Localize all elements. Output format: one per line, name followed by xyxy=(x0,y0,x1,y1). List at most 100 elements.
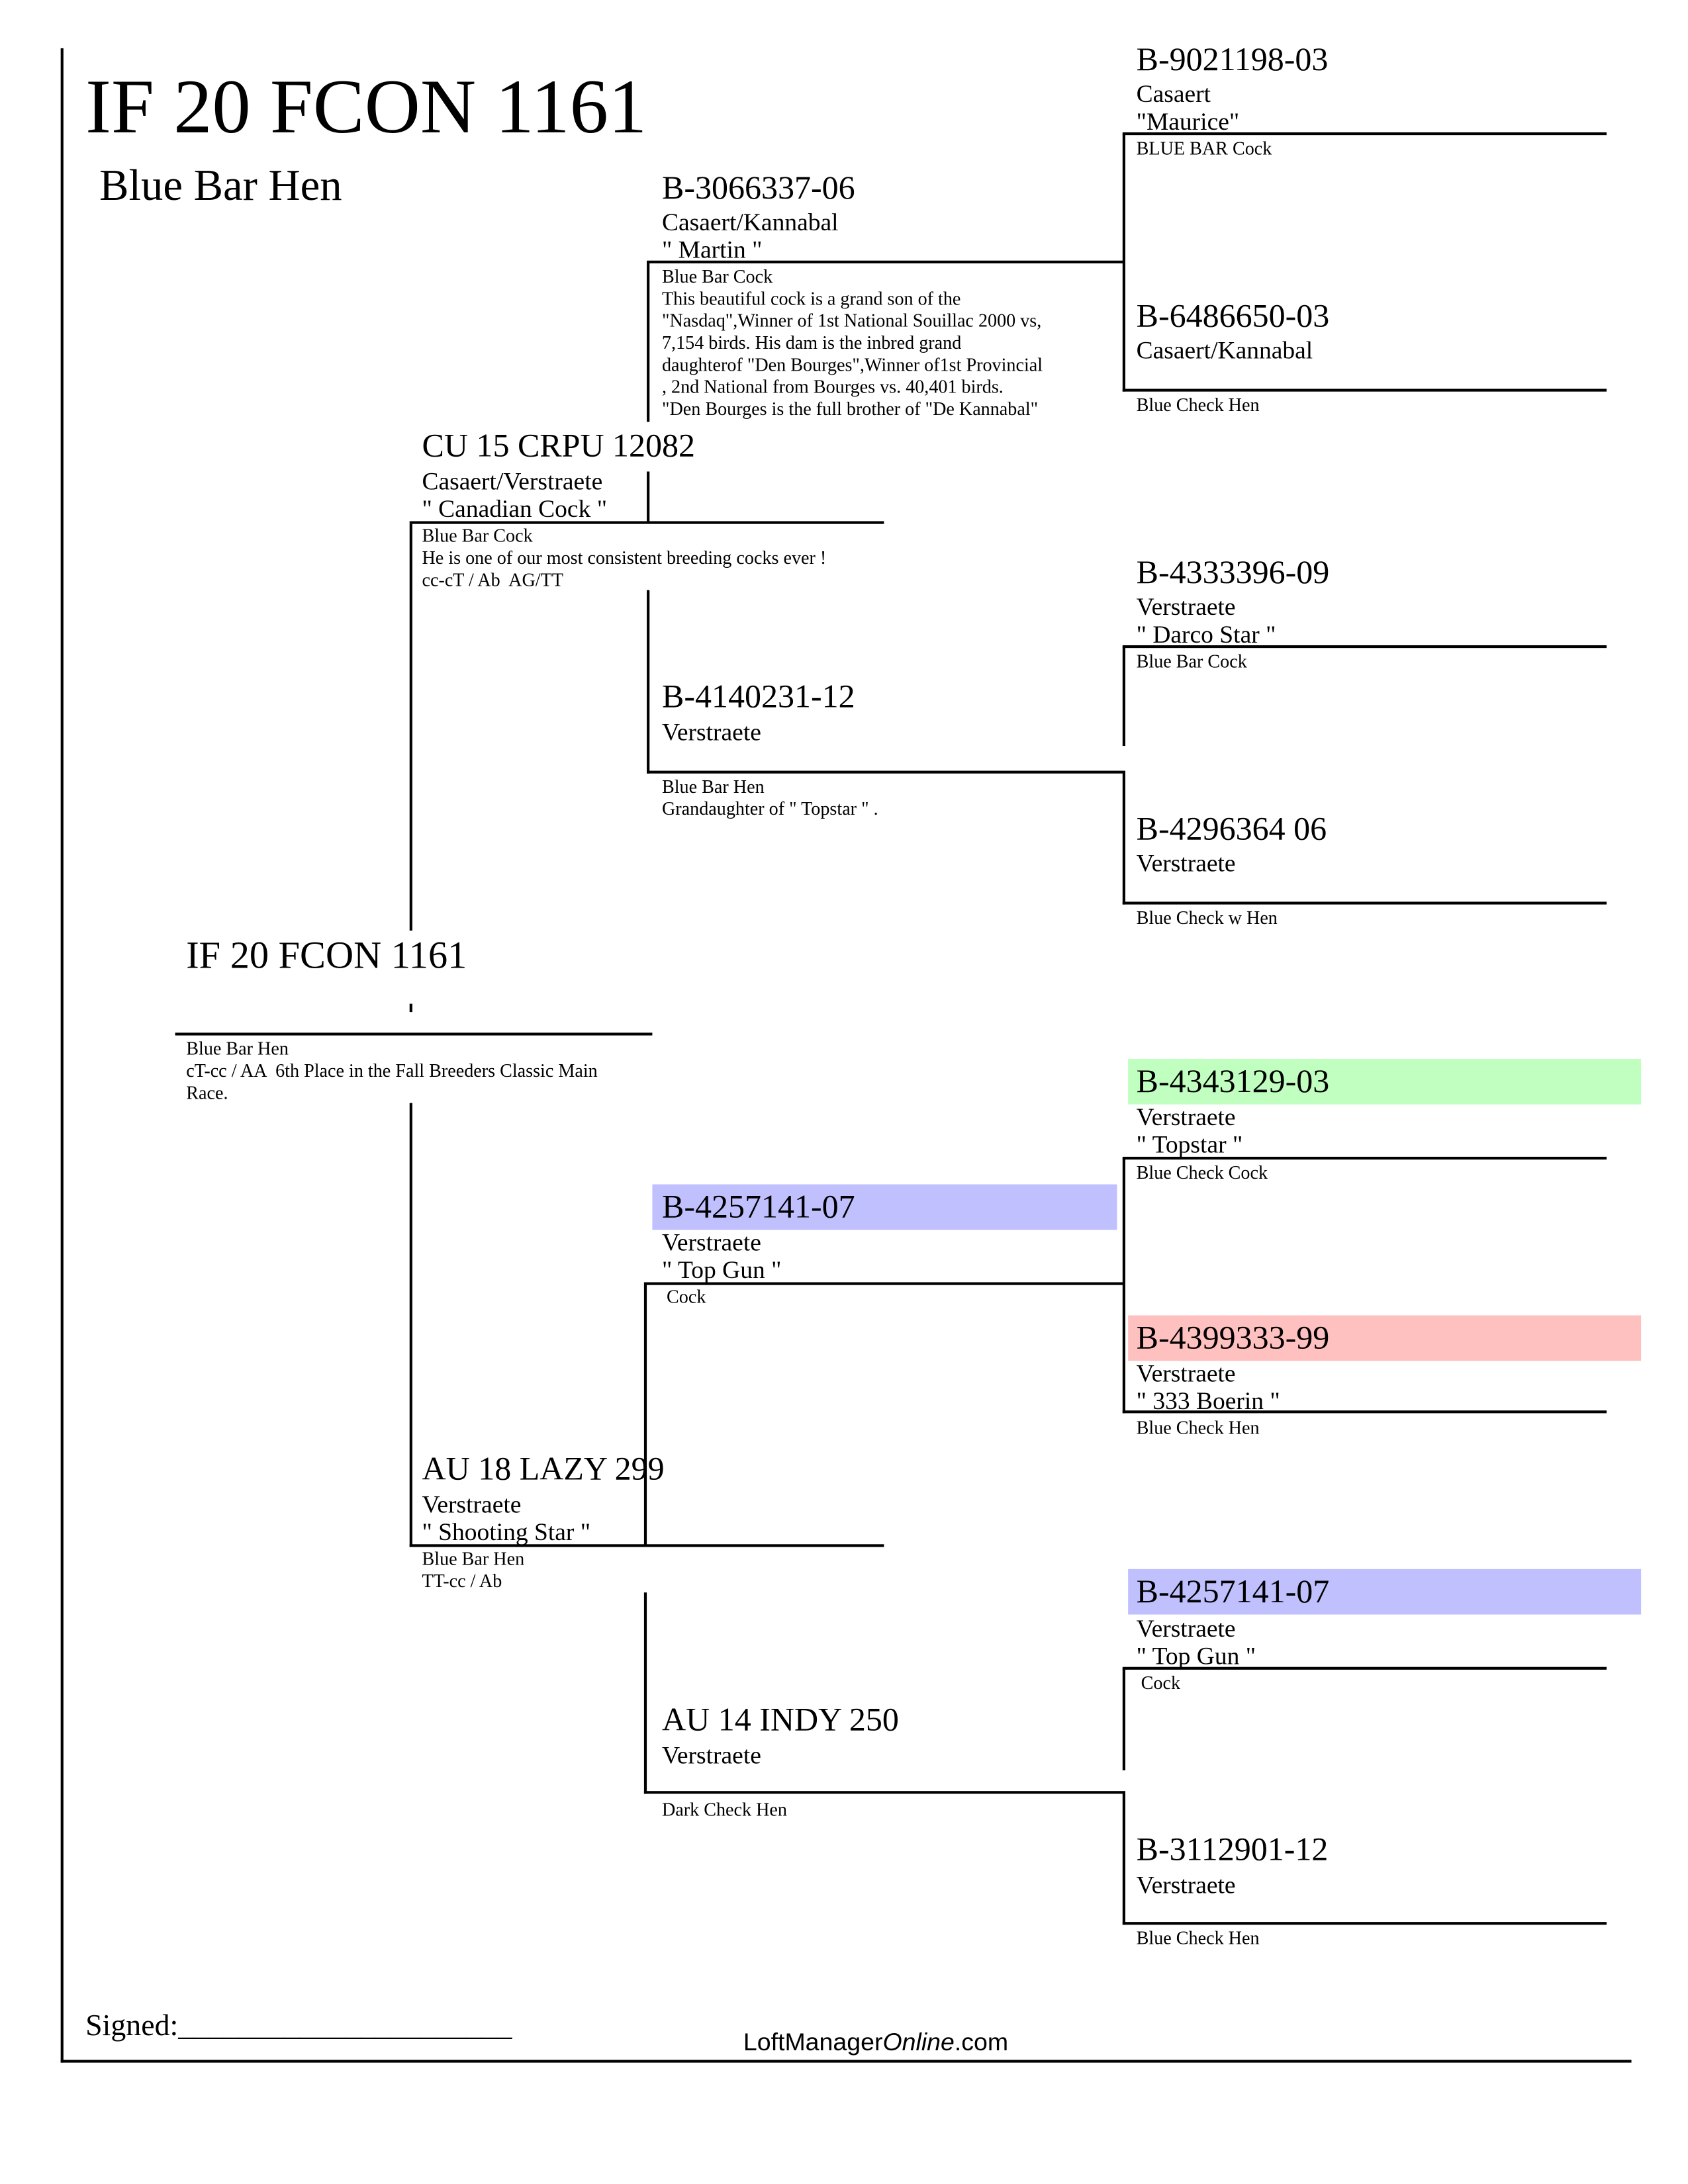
ddd-id: B-3112901-12 xyxy=(1136,1832,1329,1868)
dss-line xyxy=(1122,1156,1607,1160)
sds-connector xyxy=(1122,647,1125,747)
dam-note-2: TT-cc / Ab xyxy=(422,1570,502,1592)
sire-breeder: Casaert/Verstraete xyxy=(422,467,603,495)
left-border xyxy=(60,48,64,2063)
ss-note-7: "Den Bourges is the full brother of "De … xyxy=(661,398,1039,420)
ss-note-1: Blue Bar Cock xyxy=(661,266,773,287)
dsd-highlight xyxy=(1128,1315,1642,1361)
sd-connector xyxy=(647,590,650,774)
dsd-name: " 333 Boerin " xyxy=(1136,1387,1280,1415)
sdd-connector xyxy=(1122,772,1125,905)
ss-name: " Martin " xyxy=(661,236,763,263)
dsd-line xyxy=(1122,1410,1607,1414)
sd-note-2: Grandaughter of " Topstar " . xyxy=(661,798,878,819)
subject-note-1: Blue Bar Hen xyxy=(186,1038,289,1059)
brand-part-2: Online xyxy=(882,2028,955,2056)
dd-breeder: Verstraete xyxy=(661,1741,761,1769)
ss-note-2: This beautiful cock is a grand son of th… xyxy=(661,288,961,309)
sss-id: B-9021198-03 xyxy=(1136,42,1329,79)
dss-breeder: Verstraete xyxy=(1136,1103,1236,1131)
ds-breeder: Verstraete xyxy=(661,1228,761,1256)
ss-note-6: , 2nd National from Bourges vs. 40,401 b… xyxy=(661,376,1004,397)
ddd-breeder: Verstraete xyxy=(1136,1871,1236,1899)
dds-line xyxy=(1122,1666,1607,1670)
dss-id: B-4343129-03 xyxy=(1136,1064,1330,1101)
dam-id: AU 18 LAZY 299 xyxy=(422,1451,665,1488)
sss-line xyxy=(1122,132,1607,136)
dd-connector xyxy=(643,1592,647,1794)
dds-name: " Top Gun " xyxy=(1136,1642,1256,1670)
subject-line xyxy=(175,1032,653,1036)
sire-id: CU 15 CRPU 12082 xyxy=(422,428,696,465)
brand-footer: LoftManagerOnline.com xyxy=(743,2030,1008,2054)
dds-note: Cock xyxy=(1136,1672,1181,1694)
dam-name: " Shooting Star " xyxy=(422,1518,591,1546)
sss-breeder: Casaert xyxy=(1136,79,1211,108)
dsd-id: B-4399333-99 xyxy=(1136,1320,1330,1357)
ss-note-5: daughterof "Den Bourges",Winner of1st Pr… xyxy=(661,354,1043,375)
dd-note: Dark Check Hen xyxy=(661,1799,787,1820)
sdd-id: B-4296364 06 xyxy=(1136,812,1327,848)
sds-breeder: Verstraete xyxy=(1136,592,1236,621)
dam-note-1: Blue Bar Hen xyxy=(422,1548,525,1569)
dsd-note: Blue Check Hen xyxy=(1136,1417,1260,1438)
dss-dsd-connector xyxy=(1122,1158,1125,1414)
ss-line xyxy=(647,260,1125,263)
dam-line xyxy=(409,1544,884,1547)
ds-id: B-4257141-07 xyxy=(661,1189,855,1226)
ssd-id: B-6486650-03 xyxy=(1136,299,1330,336)
subject-id: IF 20 FCON 1161 xyxy=(186,934,467,978)
ssd-line xyxy=(1122,388,1607,392)
ssd-breeder: Casaert/Kannabal xyxy=(1136,336,1313,364)
subject-note-2: cT-cc / AA 6th Place in the Fall Breeder… xyxy=(186,1060,598,1081)
signature-line: Signed:______________________ xyxy=(85,2007,512,2042)
page-title: IF 20 FCON 1161 xyxy=(85,64,647,151)
sire-line xyxy=(409,521,884,524)
dam-connector xyxy=(409,1103,412,1547)
dds-id: B-4257141-07 xyxy=(1136,1574,1330,1611)
ss-note-4: 7,154 birds. His dam is the inbred grand xyxy=(661,332,962,353)
dd-line xyxy=(643,1791,1125,1794)
dss-note: Blue Check Cock xyxy=(1136,1162,1268,1183)
sire-name: " Canadian Cock " xyxy=(422,494,608,523)
sss-note: BLUE BAR Cock xyxy=(1136,138,1272,159)
ss-connector xyxy=(647,261,650,422)
ssd-note: Blue Check Hen xyxy=(1136,394,1260,416)
sdd-line xyxy=(1122,901,1607,905)
sds-name: " Darco Star " xyxy=(1136,620,1276,649)
ds-connector xyxy=(643,1283,647,1546)
dds-breeder: Verstraete xyxy=(1136,1614,1236,1643)
sd-id: B-4140231-12 xyxy=(661,680,855,716)
sdd-note: Blue Check w Hen xyxy=(1136,907,1278,929)
ss-id: B-3066337-06 xyxy=(661,171,855,207)
brand-part-1: LoftManager xyxy=(743,2028,883,2056)
ds-note: Cock xyxy=(661,1286,706,1307)
sds-line xyxy=(1122,645,1607,649)
tick xyxy=(409,1003,412,1013)
ss-breeder: Casaert/Kannabal xyxy=(661,208,839,236)
sd-breeder: Verstraete xyxy=(661,718,761,747)
sire-connector xyxy=(409,523,412,931)
dss-name: " Topstar " xyxy=(1136,1130,1243,1158)
ddd-line xyxy=(1122,1922,1607,1925)
ds-highlight xyxy=(652,1184,1117,1230)
ddd-connector xyxy=(1122,1792,1125,1925)
dam-breeder: Verstraete xyxy=(422,1490,522,1518)
sds-note: Blue Bar Cock xyxy=(1136,651,1247,672)
brand-part-3: .com xyxy=(954,2028,1009,2056)
dds-highlight xyxy=(1128,1569,1642,1615)
sd-line xyxy=(647,770,1125,774)
subject-note-3: Race. xyxy=(186,1082,228,1103)
sds-id: B-4333396-09 xyxy=(1136,555,1330,592)
sss-name: "Maurice" xyxy=(1136,107,1240,136)
dss-highlight xyxy=(1128,1058,1642,1105)
sire-note-3: cc-cT / Ab AG/TT xyxy=(422,569,563,590)
dsd-breeder: Verstraete xyxy=(1136,1359,1236,1387)
bottom-border xyxy=(60,2060,1632,2063)
sd-note-1: Blue Bar Hen xyxy=(661,776,765,797)
ss-note-3: "Nasdaq",Winner of 1st National Souillac… xyxy=(661,310,1042,331)
ds-line xyxy=(643,1282,1125,1285)
sire-note-2: He is one of our most consistent breedin… xyxy=(422,547,827,569)
dd-id: AU 14 INDY 250 xyxy=(661,1702,899,1739)
